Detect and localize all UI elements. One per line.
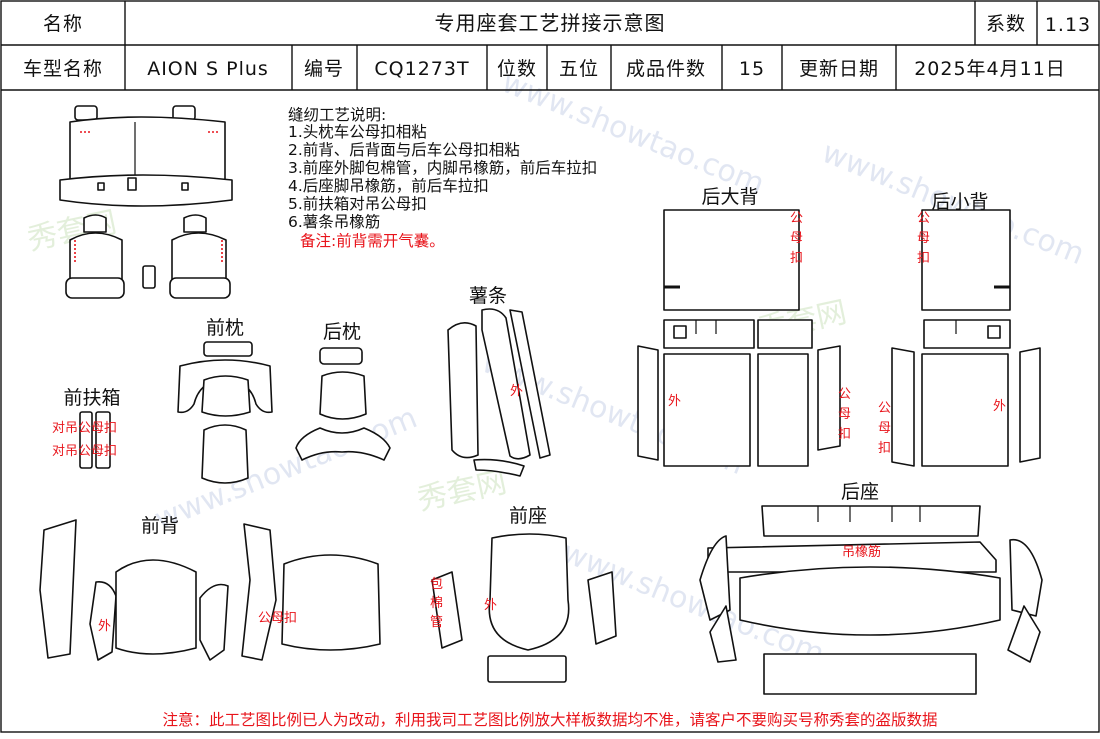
label-front-armrest: 前扶箱 [63,387,120,409]
seats-label: 位数 [497,58,537,80]
front-back-pieces [39,519,381,661]
label-front-seat: 前座 [509,505,547,527]
label-front-pillow: 前枕 [206,317,244,339]
label-rear-small-back: 后小背 [931,191,988,213]
date-label: 更新日期 [799,58,879,80]
rear-small-back-pieces [891,209,1041,467]
name-label: 名称 [43,13,83,35]
front-seat-pieces [431,533,617,683]
label-rear-seat: 后座 [841,481,879,503]
code-value: CQ1273T [374,58,469,80]
annotation-armrest-snap-1: 对吊公母扣 [52,421,117,436]
coef-label: 系数 [986,13,1026,35]
label-strip: 薯条 [469,285,507,307]
instruction-item-4: 4.后座脚吊橡筋，前后车拉扣 [288,177,489,195]
annotation-outer: 外 [668,394,681,409]
annotation-snap-vertical: 公母扣 [878,401,891,456]
instruction-item-6: 6.薯条吊橡筋 [288,213,380,231]
pieces-label: 成品件数 [626,58,706,80]
annotation-snap: 公母扣 [258,611,297,626]
instruction-item-2: 2.前背、后背面与后车公母扣相粘 [288,141,520,159]
annotation-outer: 外 [484,598,497,613]
rear-pillow-pieces [295,347,391,461]
annotation-snap-vertical: 公母扣 [790,211,803,266]
annotation-foam-tube: 包棉管 [430,577,443,630]
pieces-value: 15 [739,58,765,80]
model-value: AION S Plus [147,58,269,80]
annotation-outer: 外 [510,384,523,399]
instructions-heading: 缝纫工艺说明: [288,106,386,124]
annotation-snap-vertical: 公母扣 [917,211,930,266]
remark-airbag: 备注:前背需开气囊。 [300,232,445,250]
instruction-item-1: 1.头枕车公母扣相粘 [288,123,427,141]
label-front-back: 前背 [141,515,179,537]
date-value: 2025年4月11日 [914,58,1066,80]
rear-big-back-pieces [637,209,841,467]
coef-value: 1.13 [1045,14,1091,36]
front-armrest-pieces [79,411,111,469]
annotation-outer: 外 [993,399,1006,414]
label-rear-big-back: 后大背 [701,186,758,208]
annotation-armrest-snap-2: 对吊公母扣 [52,444,117,459]
page-title: 专用座套工艺拼接示意图 [435,11,666,35]
watermark-brand: 秀套网 [414,465,509,518]
annotation-elastic: 吊橡筋 [842,544,881,560]
seat-overview-illustration [59,105,233,299]
front-pillow-pieces [177,341,273,484]
rear-seat-pieces [699,505,1043,695]
instruction-item-5: 5.前扶箱对吊公母扣 [288,195,427,213]
strip-pieces [447,308,551,477]
instruction-item-3: 3.前座外脚包棉管，内脚吊橡筋，前后车拉扣 [288,159,597,177]
annotation-outer: 外 [98,619,111,634]
footer-notice: 注意：此工艺图比例已人为改动，利用我司工艺图比例放大样板数据均不准，请客户不要购… [162,710,937,729]
annotation-snap-vertical: 公母扣 [838,387,851,442]
watermark-url: www.showtao.com [497,65,769,202]
watermark-url: www.showtao.com [150,400,422,537]
seats-value: 五位 [559,58,599,80]
label-rear-pillow: 后枕 [323,321,361,343]
model-label: 车型名称 [23,58,103,80]
code-label: 编号 [304,58,344,80]
